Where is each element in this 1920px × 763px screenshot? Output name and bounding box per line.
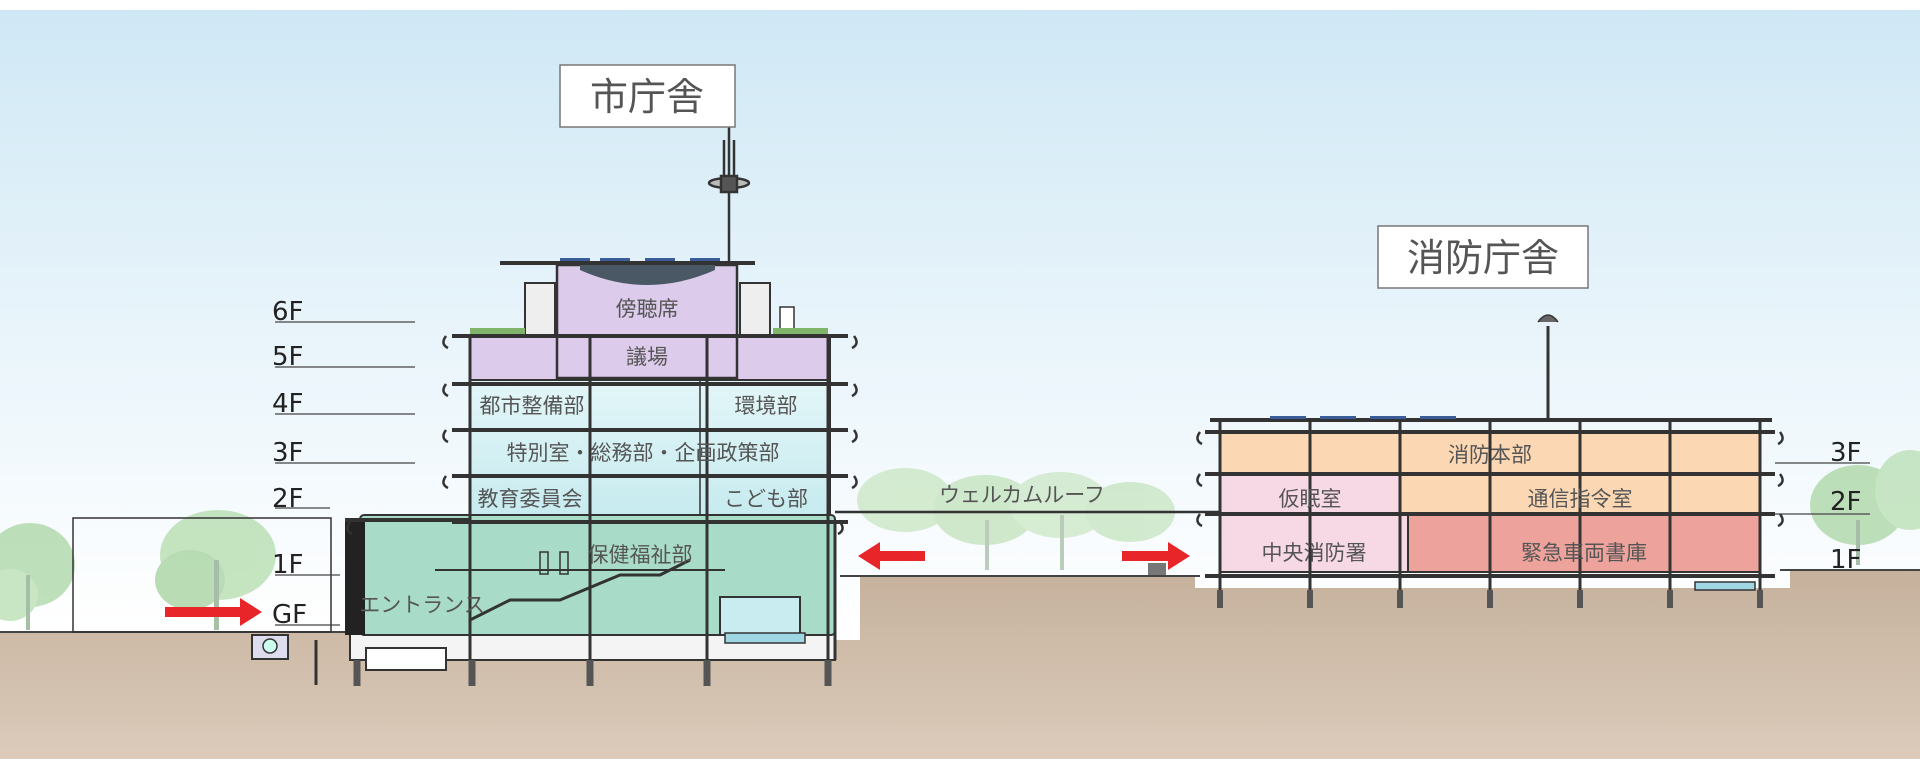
floor-label-6f: 6F [272,297,304,327]
room-welfare: 保健福祉部 [588,543,693,567]
city-hall-title-box [559,64,736,128]
room-entrance: エントランス [359,593,485,617]
fire-floor-label-1f: 1F [1830,545,1862,575]
floor-label-gf: GF [272,600,307,630]
room-assembly: 議場 [626,345,668,369]
fire-floor-label-3f: 3F [1830,438,1862,468]
city-hall-title: 市庁舎 [590,75,704,119]
room-children: こども部 [724,487,808,511]
welcome-roof-label: ウェルカムルーフ [939,483,1105,507]
room-nap: 仮眠室 [1279,487,1342,511]
fire-station-title-box [1377,225,1589,289]
room-environment: 環境部 [735,394,798,418]
entry-arrows [165,542,1190,626]
room-gallery: 傍聴席 [616,297,679,321]
trees [0,450,1920,630]
room-fire-hq: 消防本部 [1448,443,1532,467]
floor-label-5f: 5F [272,342,304,372]
arrow-right-gf [165,598,262,626]
room-education: 教育委員会 [478,487,583,511]
city-hall [251,120,858,686]
room-command: 通信指令室 [1528,487,1633,511]
arrow-right-fire [1122,542,1190,570]
fire-floor-label-2f: 2F [1830,487,1862,517]
arrow-left-city [858,542,925,570]
fire-station-title: 消防庁舎 [1407,236,1559,280]
floor-label-1f: 1F [272,550,304,580]
floor-label-2f: 2F [272,484,304,514]
room-garage: 緊急車両書庫 [1521,541,1647,565]
ground [0,570,1920,759]
room-general-affairs: 特別室・総務部・企画政策部 [507,441,780,465]
floor-level-lines [275,321,1870,626]
fire-station [1148,314,1784,608]
room-urban-dev: 都市整備部 [480,394,585,418]
room-central: 中央消防署 [1262,541,1367,565]
floor-label-4f: 4F [272,389,304,419]
floor-label-3f: 3F [272,438,304,468]
